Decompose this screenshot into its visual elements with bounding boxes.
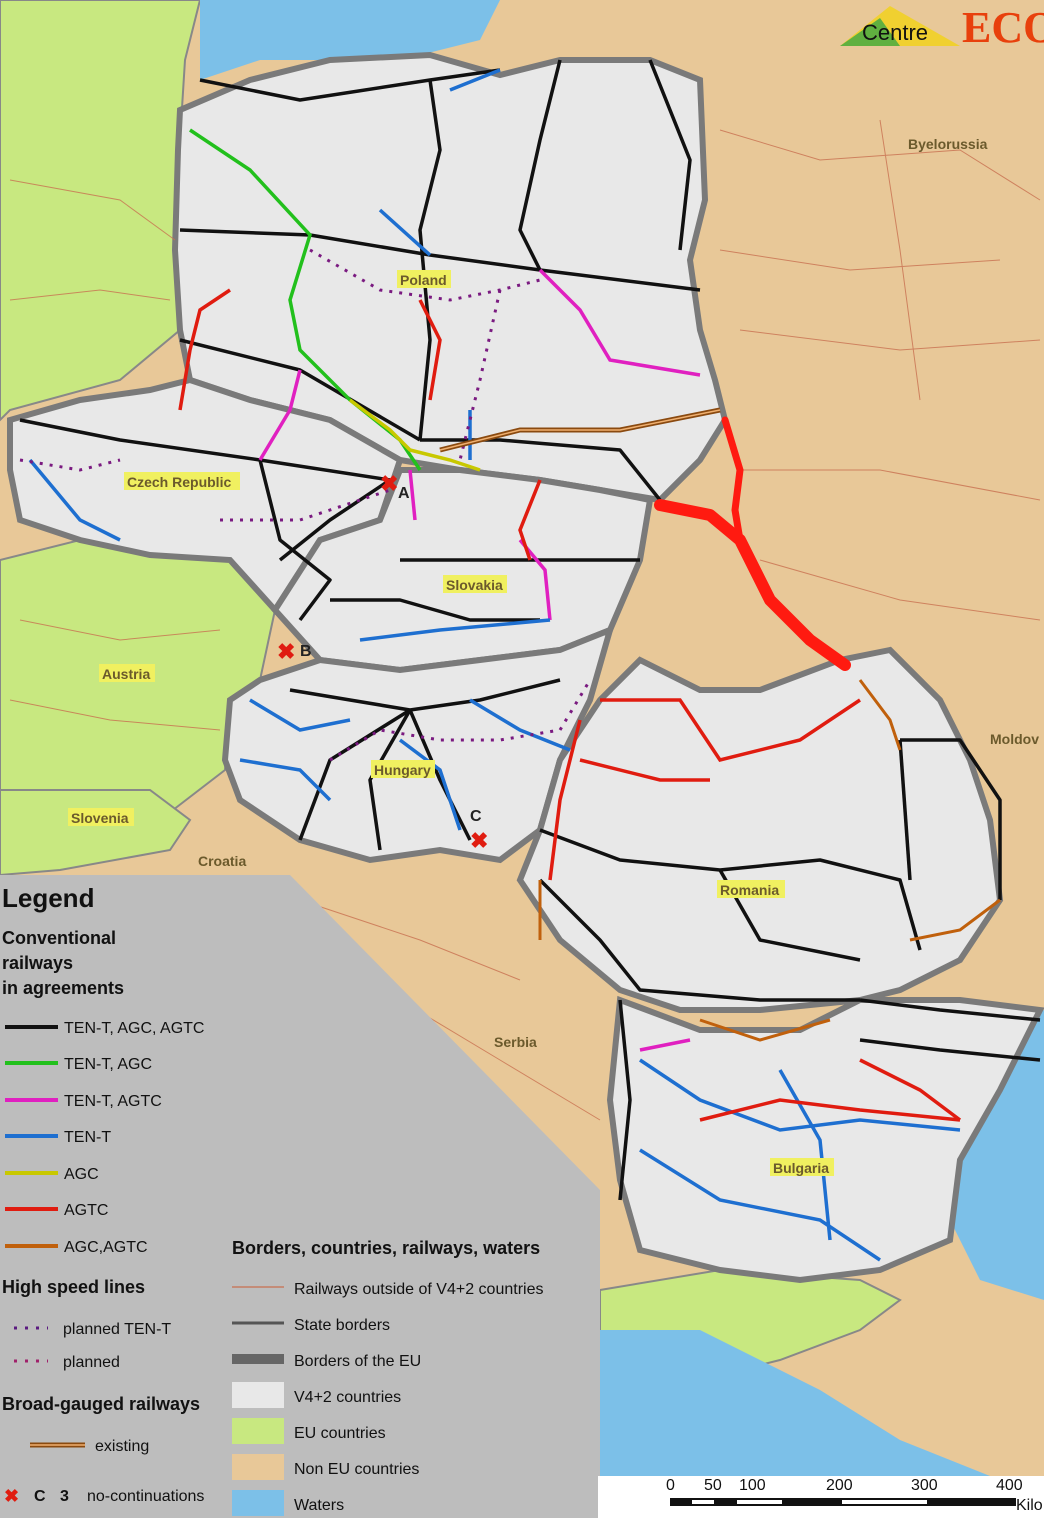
legend-item-label: AGC [64,1166,99,1183]
legend: Legend Conventional railways in agreemen… [2,883,543,1516]
legend-swatch [232,1418,284,1444]
legend-item-label: EU countries [294,1425,386,1442]
rail-ten-t [28,68,961,1262]
marker-a: ✖ A [380,471,410,502]
legend-item-label: planned TEN-T [63,1321,171,1338]
label-byelorussia: Byelorussia [908,136,988,152]
marker-b: ✖ B [277,639,312,664]
logo-triangle-accent [840,18,900,46]
legend-item-label: planned [63,1354,120,1371]
scale-bar-background [598,1476,1044,1518]
scale-tick: 300 [911,1477,938,1494]
legend-swatch [232,1490,284,1516]
legend-item-label: AGTC [64,1202,108,1219]
label-moldova: Moldov [990,731,1039,747]
scale-tick: 200 [826,1477,853,1494]
label-croatia: Croatia [198,853,246,869]
rail-agc [348,398,481,472]
x-mark-icon: ✖ [470,828,488,853]
legend-item-label: TEN-T, AGC [64,1056,152,1073]
label-serbia: Serbia [494,1034,537,1050]
scale-tick: 50 [704,1477,722,1494]
scale-tick: 100 [739,1477,766,1494]
legend-item-label: V4+2 countries [294,1389,401,1406]
scale-bar: 0 50 100 200 300 400 Kilo [598,1476,1044,1518]
x-mark-icon: ✖ [380,471,398,496]
scale-bar-segment [737,1500,782,1504]
x-mark-icon: ✖ [277,639,295,664]
rail-broad-gauge-inner [439,409,721,451]
legend-item-label: Non EU countries [294,1461,419,1478]
legend-item-label: Waters [294,1497,344,1514]
marker-c-label: C [470,808,482,825]
legend-swatch [232,1354,284,1364]
legend-item-label: existing [95,1438,149,1455]
legend-hsl-heading: High speed lines [2,1277,145,1297]
label-hungary: Hungary [374,762,431,778]
legend-borders-heading: Borders, countries, railways, waters [232,1238,540,1258]
legend-conventional-heading-3: in agreements [2,978,124,998]
logo: Centre ECO [840,3,1044,52]
rail-agc-agtc [538,679,1001,1042]
scale-unit: Kilo [1016,1497,1043,1514]
legend-conventional-heading-2: railways [2,953,73,973]
legend-swatch [232,1454,284,1480]
rail-planned-hsl [19,248,592,762]
marker-c: ✖ C [470,808,488,853]
outside-railways [9,119,1041,1121]
x-mark-icon: ✖ [4,1486,19,1506]
label-austria: Austria [102,666,150,682]
label-slovenia: Slovenia [71,810,129,826]
marker-b-label: B [300,643,312,660]
legend-conventional-heading: Conventional [2,928,116,948]
marker-a-label: A [398,485,410,502]
legend-broad-heading: Broad-gauged railways [2,1394,200,1414]
legend-item-label: AGC,AGTC [64,1239,148,1256]
logo-eco-text: ECO [962,3,1044,52]
baltic-sea [200,0,500,80]
legend-panel [0,875,600,1518]
rail-agtc [178,288,962,1122]
legend-item-label: TEN-T, AGTC [64,1093,162,1110]
scale-bar-segment [692,1500,714,1504]
label-poland: Poland [400,272,447,288]
scale-tick: 0 [666,1477,675,1494]
legend-item-label: TEN-T [64,1129,111,1146]
label-slovakia: Slovakia [446,577,503,593]
rail-ten-t-agtc [258,268,701,1052]
label-romania: Romania [720,882,779,898]
scale-tick: 400 [996,1477,1023,1494]
scale-bar-segment [842,1500,927,1504]
rail-ten-t-agc-agtc [19,59,1041,1201]
black-sea [950,1010,1044,1300]
highlighted-route-branch [721,416,744,544]
legend-item-label: Borders of the EU [294,1353,421,1370]
highlighted-route [654,499,851,671]
legend-item-label: TEN-T, AGC, AGTC [64,1020,204,1037]
eu-slovenia-region [0,789,192,877]
country-labels: Poland Czech Republic Slovakia Hungary R… [68,136,1039,1176]
logo-centre-text: Centre [862,20,928,45]
legend-nocont-n: 3 [60,1488,69,1505]
v4-bulgaria [606,995,1044,1284]
legend-item-label: Railways outside of V4+2 countries [294,1281,543,1298]
legend-nocont-label: no-continuations [87,1488,204,1505]
legend-item-label: State borders [294,1317,390,1334]
legend-nocont-c: C [34,1488,46,1505]
label-czech: Czech Republic [127,474,231,490]
legend-title: Legend [2,883,94,913]
legend-swatch [232,1382,284,1408]
aegean-sea [600,1330,1044,1518]
label-bulgaria: Bulgaria [773,1160,829,1176]
